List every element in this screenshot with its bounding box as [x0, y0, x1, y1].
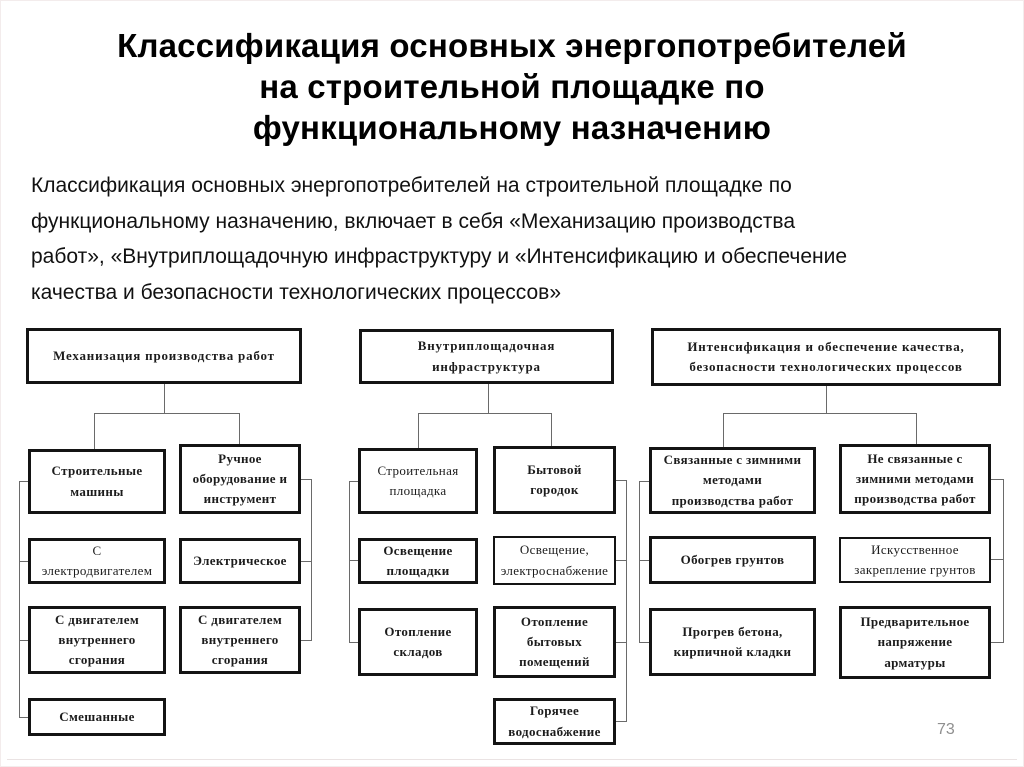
node-camp: Бытовой городок	[493, 446, 616, 514]
slide-title-line-1: Классификация основных энергопотребителе…	[117, 27, 907, 64]
connector-line	[239, 413, 240, 444]
connector-line	[311, 479, 312, 640]
connector-line	[723, 413, 916, 414]
connector-line	[991, 642, 1004, 643]
intro-paragraph: Классификация основных энергопотребителе…	[31, 174, 848, 305]
node-ice-tools: С двигателем внутреннего сгорания	[179, 606, 301, 674]
page-number: 73	[937, 721, 955, 738]
node-non-winter-methods: Не связанные с зимними методами производ…	[839, 444, 991, 514]
node-winter-methods: Связанные с зимними методами производств…	[649, 447, 816, 514]
node-rooms-heating: Отопление бытовых помещений	[493, 606, 616, 678]
slide-title-line-2: на строительной площадке по	[259, 67, 765, 105]
connector-line	[164, 384, 165, 413]
connector-line	[19, 717, 28, 718]
connector-line	[418, 413, 419, 448]
connector-line	[301, 640, 312, 641]
node-warehouse-heating: Отопление складов	[358, 608, 478, 676]
node-hot-water: Горячее водоснабжение	[493, 698, 616, 745]
node-mechanization-root: Механизация производства работ	[26, 328, 302, 384]
connector-line	[1003, 479, 1004, 642]
connector-line	[551, 413, 552, 446]
node-site-lighting: Освещение площадки	[358, 538, 478, 584]
node-ice-machines: С двигателем внутреннего сгорания	[28, 606, 166, 674]
connector-line	[94, 413, 240, 414]
node-soil-fixing: Искусственное закрепление грунтов	[839, 537, 991, 583]
connector-line	[616, 480, 627, 481]
connector-line	[301, 561, 312, 562]
connector-line	[639, 560, 649, 561]
connector-line	[19, 561, 28, 562]
node-hand-tools: Ручное оборудование и инструмент	[179, 444, 301, 514]
connector-line	[301, 479, 312, 480]
connector-line	[626, 480, 627, 721]
connector-line	[19, 481, 28, 482]
node-prestressing: Предварительное напряжение арматуры	[839, 606, 991, 679]
connector-line	[616, 642, 627, 643]
slide-bottom-edge	[7, 759, 1017, 760]
connector-line	[19, 640, 28, 641]
node-electric-tools: Электрическое	[179, 538, 301, 584]
node-intensification-root: Интенсификация и обеспечение качества, б…	[651, 328, 1001, 386]
connector-line	[616, 721, 627, 722]
node-construction-site: Строительная площадка	[358, 448, 478, 514]
connector-line	[488, 384, 489, 413]
connector-line	[616, 560, 627, 561]
node-soil-heating: Обогрев грунтов	[649, 536, 816, 584]
connector-line	[19, 481, 20, 717]
connector-line	[916, 413, 917, 444]
node-electric-motor: С электродвигателем	[28, 538, 166, 584]
connector-line	[723, 413, 724, 447]
connector-line	[94, 413, 95, 449]
connector-line	[418, 413, 551, 414]
node-mixed: Смешанные	[28, 698, 166, 736]
connector-line	[991, 559, 1004, 560]
connector-line	[349, 481, 358, 482]
connector-line	[639, 481, 649, 482]
connector-line	[349, 560, 358, 561]
connector-line	[639, 481, 640, 642]
node-construction-machines: Строительные машины	[28, 449, 166, 514]
slide-title-line-3: функциональному назначению	[252, 108, 772, 146]
node-concrete-heating: Прогрев бетона, кирпичной кладки	[649, 608, 816, 676]
node-lighting-power: Освещение, электроснабжение	[493, 536, 616, 585]
node-infrastructure-root: Внутриплощадочная инфраструктура	[359, 329, 614, 384]
connector-line	[991, 479, 1004, 480]
connector-line	[349, 642, 358, 643]
connector-line	[826, 386, 827, 413]
slide-title: Классификация основных энергопотребителе…	[1, 26, 1023, 149]
connector-line	[349, 481, 350, 642]
connector-line	[639, 642, 649, 643]
